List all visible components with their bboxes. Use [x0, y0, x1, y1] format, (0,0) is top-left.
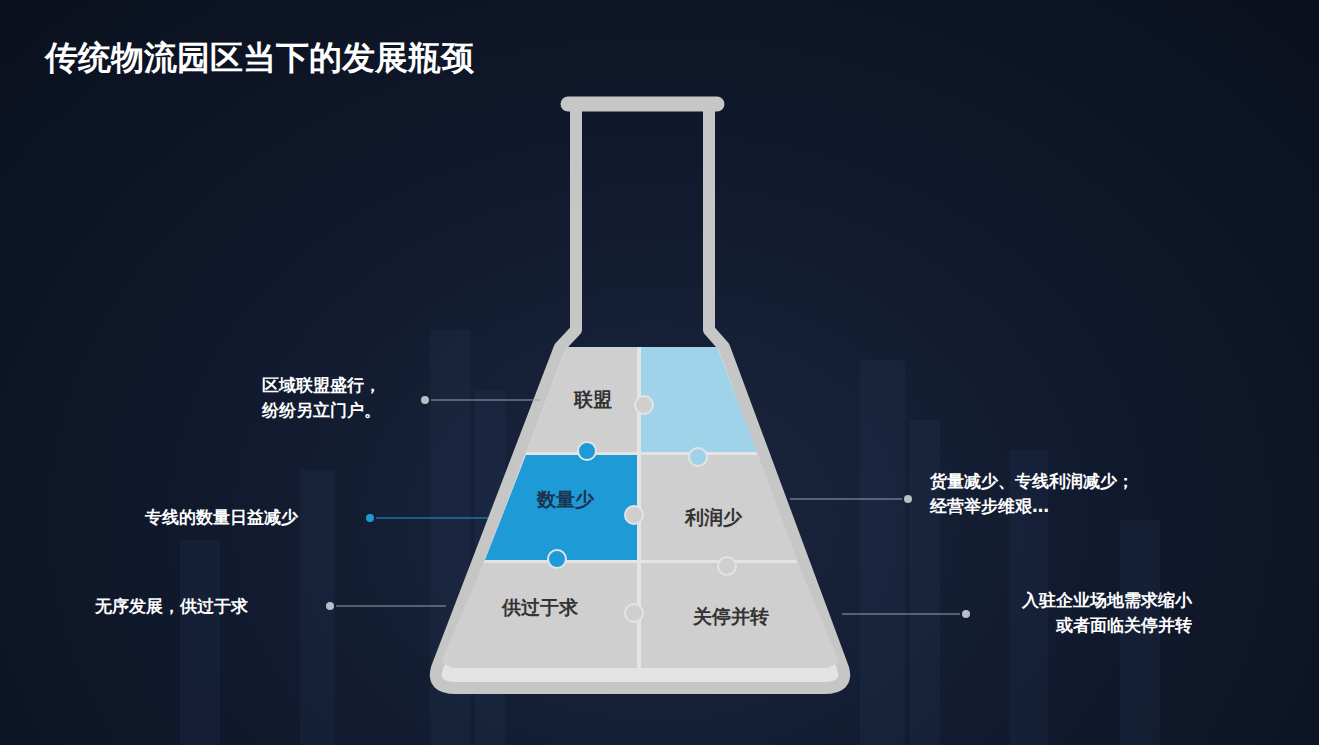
callout-note: 货量减少、专线利润减少；经营举步维艰…	[930, 469, 1139, 518]
piece-label: 数量少	[537, 487, 594, 513]
callout-note: 入驻企业场地需求缩小或者面临关停并转	[1017, 588, 1192, 637]
callout-note: 区域联盟盛行，纷纷另立门户。	[262, 373, 386, 422]
puzzle-piece: 联盟	[526, 347, 637, 452]
piece-fill	[526, 347, 637, 452]
flask-lip	[568, 97, 717, 112]
piece-fill	[485, 455, 637, 560]
puzzle-piece: 利润少	[641, 455, 797, 560]
piece-fill	[441, 563, 637, 668]
slide-title: 传统物流园区当下的发展瓶颈	[45, 36, 474, 81]
piece-fill	[641, 455, 797, 560]
piece-label: 利润少	[685, 505, 742, 531]
flask-outline	[436, 106, 844, 688]
puzzle-piece: 供过于求	[441, 563, 637, 668]
empty-puzzle-piece	[641, 347, 757, 452]
callout-note: 无序发展，供过于求	[95, 594, 248, 619]
piece-label: 关停并转	[693, 604, 769, 630]
piece-label: 联盟	[574, 387, 612, 413]
piece-fill	[641, 563, 839, 668]
puzzle-piece: 数量少	[485, 455, 637, 560]
piece-label: 供过于求	[502, 595, 578, 621]
callout-note: 专线的数量日益减少	[145, 505, 298, 530]
puzzle-piece: 关停并转	[641, 563, 839, 668]
